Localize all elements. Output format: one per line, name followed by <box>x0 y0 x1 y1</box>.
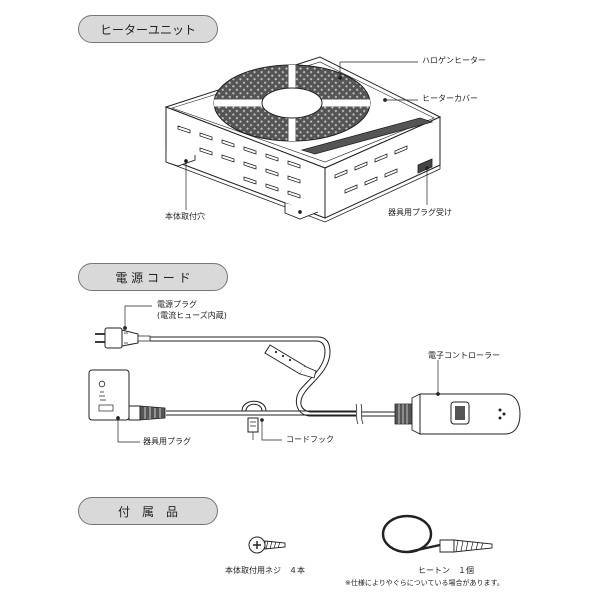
section-title-power-cord: 電 源 コ ー ド <box>78 263 228 291</box>
label-fuse-note: (電流ヒューズ内蔵) <box>157 311 227 320</box>
section-title-heater-unit: ヒーターユニット <box>78 15 218 43</box>
label-screws: 本体取付用ネジ ４本 <box>225 566 305 575</box>
heater-leader-lines <box>185 61 429 210</box>
power-plug <box>95 327 151 349</box>
electronic-controller <box>394 393 521 435</box>
label-power-plug: 電源プラグ <box>157 300 197 309</box>
right-face-vents <box>334 145 408 194</box>
appliance-plug-cord <box>166 410 356 416</box>
section-title-accessories: 付 属 品 <box>78 497 218 525</box>
halogen-heater-grille <box>213 64 371 142</box>
secondary-cord-plug <box>264 344 317 379</box>
label-cord-hook: コードフック <box>286 435 334 444</box>
cord-hook <box>241 400 282 441</box>
label-hook: ヒートン １個 <box>418 566 474 575</box>
heater-control-strip <box>300 117 434 155</box>
label-appliance-plug: 器具用プラグ <box>143 437 191 446</box>
mounting-feet <box>165 150 319 220</box>
appliance-plug-receptacle <box>417 158 433 174</box>
appliance-plug <box>88 369 166 421</box>
label-electronic-controller: 電子コントローラー <box>428 351 500 360</box>
label-halogen-heater: ハロゲンヒーター <box>422 56 486 65</box>
label-appliance-plug-receptacle: 器具用プラグ受け <box>388 208 452 217</box>
cord-leader-lines <box>116 305 440 443</box>
label-note: ※仕様によりやぐらについている場合があります。 <box>345 579 504 587</box>
mounting-screw <box>248 536 286 554</box>
left-face-vents <box>177 125 301 199</box>
label-mounting-hole: 本体取付穴 <box>165 212 205 221</box>
heaton-hook <box>381 514 493 554</box>
label-heater-cover: ヒーターカバー <box>422 94 478 103</box>
